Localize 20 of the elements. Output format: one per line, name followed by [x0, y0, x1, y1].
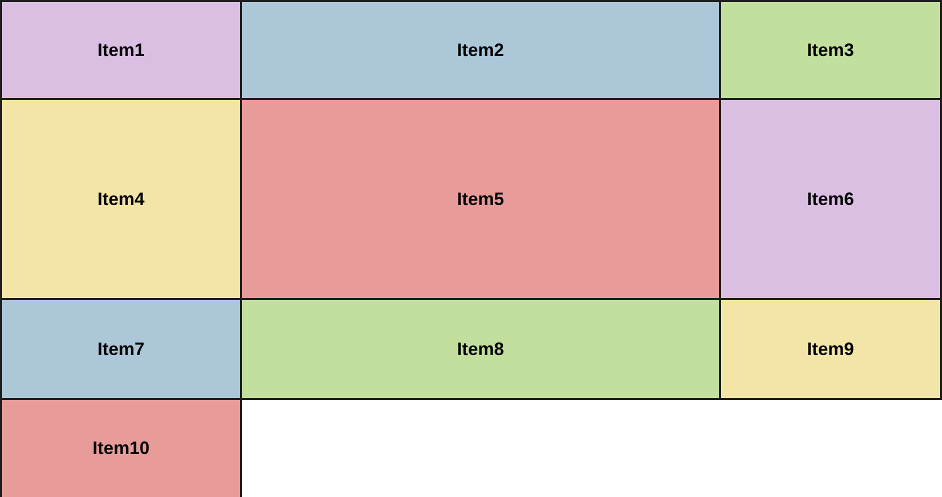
- cell-label: Item5: [456, 188, 504, 210]
- cell-label: Item4: [97, 188, 145, 210]
- cell-label: Item8: [456, 338, 504, 360]
- grid-cell: [0, 398, 242, 497]
- grid-cell: [0, 298, 242, 400]
- cell-label: Item9: [806, 338, 854, 360]
- grid-cell: [240, 0, 721, 100]
- cell-label: Item1: [97, 38, 145, 62]
- grid-cell: [719, 0, 942, 100]
- grid-cell: [240, 98, 721, 300]
- cell-label: Item7: [97, 338, 145, 360]
- cell-label: Item3: [806, 38, 854, 62]
- grid-cell: [719, 98, 942, 300]
- grid-cell: [240, 298, 721, 400]
- cell-label: Item10: [92, 437, 150, 460]
- grid-cell: [719, 298, 942, 400]
- grid-cell: [0, 0, 242, 100]
- cell-label: Item2: [456, 38, 504, 62]
- cell-label: Item6: [806, 188, 854, 210]
- grid-cell: [0, 98, 242, 300]
